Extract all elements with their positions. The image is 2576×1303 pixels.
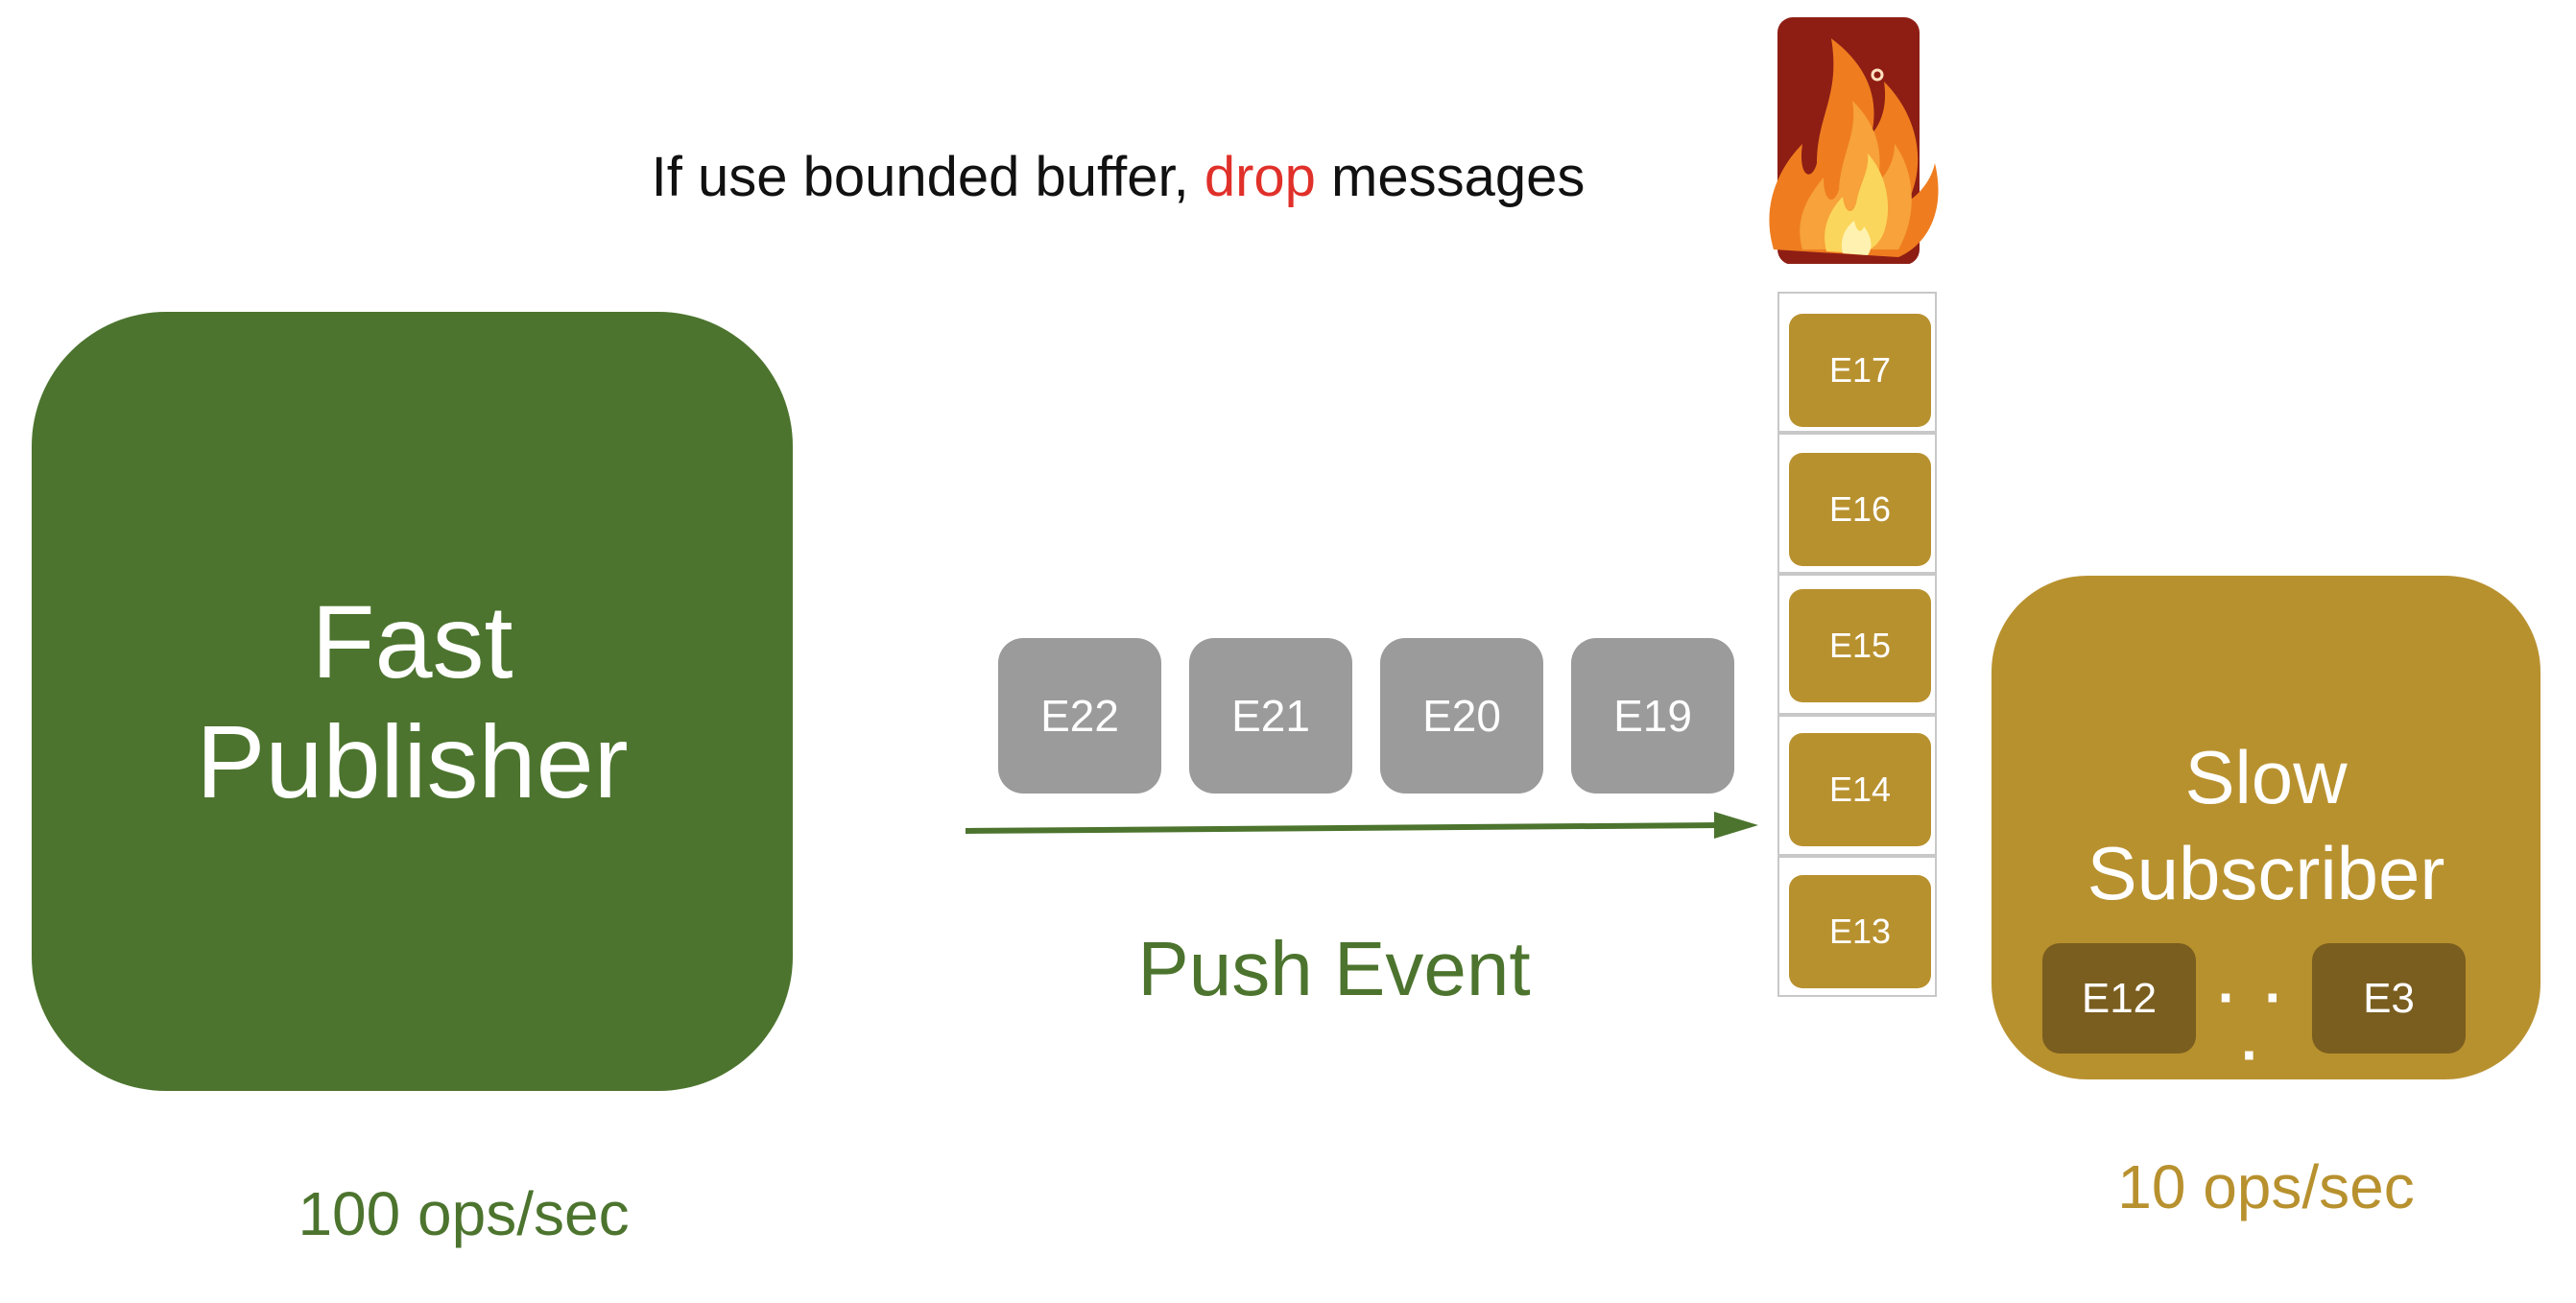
caption-suffix: messages — [1315, 146, 1586, 208]
subscriber-title: Slow Subscriber — [1992, 729, 2540, 921]
drop-caption: If use bounded buffer, drop messages — [576, 139, 1660, 216]
buffer-event: E15 — [1789, 589, 1931, 702]
buffer-event: E16 — [1789, 453, 1931, 566]
fast-publisher-box: Fast Publisher — [32, 312, 793, 1091]
publisher-line1: Fast — [311, 583, 513, 699]
processed-event-first: E12 — [2042, 943, 2196, 1054]
buffer-event: E17 — [1789, 314, 1931, 427]
subscriber-line1: Slow — [2184, 735, 2348, 819]
arrow-right-icon — [965, 812, 1758, 839]
publisher-line2: Publisher — [196, 703, 629, 819]
push-event-label: Push Event — [1137, 926, 1531, 1011]
in-flight-event: E19 — [1571, 638, 1734, 794]
subscriber-line2: Subscriber — [2087, 831, 2445, 915]
in-flight-event: E21 — [1189, 638, 1352, 794]
processed-event-last: E3 — [2312, 943, 2466, 1054]
buffer-event: E13 — [1789, 875, 1931, 988]
caption-highlight: drop — [1204, 146, 1316, 208]
buffer-event: E14 — [1789, 733, 1931, 846]
fire-icon — [1769, 17, 1939, 264]
publisher-rate: 100 ops/sec — [298, 1179, 630, 1248]
in-flight-event: E22 — [998, 638, 1161, 794]
caption-prefix: If use bounded buffer, — [651, 146, 1205, 208]
processed-ellipsis: · · · — [2217, 965, 2290, 1087]
subscriber-rate: 10 ops/sec — [2117, 1152, 2415, 1221]
in-flight-event: E20 — [1380, 638, 1543, 794]
